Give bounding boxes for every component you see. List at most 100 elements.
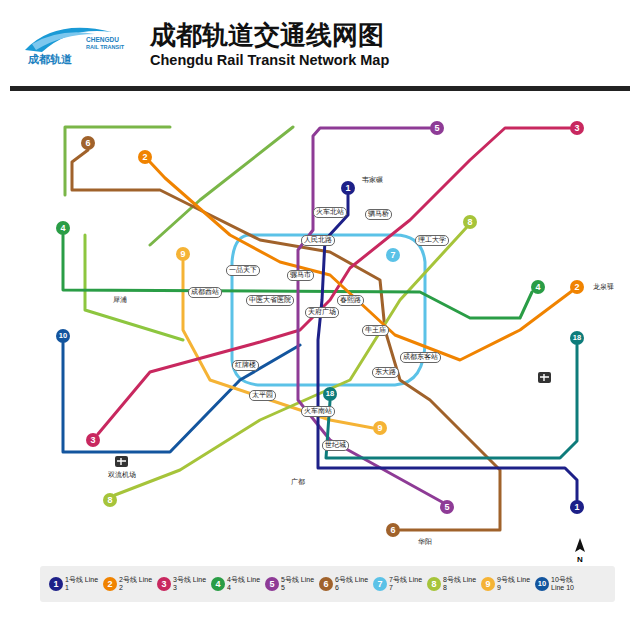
logo-text: CHENGDU xyxy=(86,36,119,45)
station-box: 成都西站 xyxy=(188,287,222,298)
line-badge: 9 xyxy=(373,421,387,435)
north-arrow xyxy=(575,538,585,552)
station-label: 韦家碾 xyxy=(361,176,384,184)
line-badge: 6 xyxy=(386,523,400,537)
station-box: 太平园 xyxy=(249,390,276,401)
metro-line xyxy=(72,150,500,530)
line-badge: 7 xyxy=(386,248,400,262)
metro-line xyxy=(65,127,293,245)
station-name: 成都东客站 xyxy=(403,353,438,362)
airport-icon xyxy=(115,456,128,467)
header-bar xyxy=(10,86,630,91)
legend-band xyxy=(40,566,615,602)
station-name: 理工大学 xyxy=(418,236,446,245)
line-badge: 18 xyxy=(323,387,337,401)
line-badge: 2 xyxy=(138,150,152,164)
map-title: 成都轨道交通线网图 xyxy=(150,20,384,50)
legend-number: 7 xyxy=(373,577,387,591)
station-box: 世纪城 xyxy=(322,440,349,451)
legend-text: 5号线 Line 5 xyxy=(281,576,315,592)
legend-number: 6 xyxy=(319,577,333,591)
line-badge: 8 xyxy=(103,493,117,507)
legend-number: 3 xyxy=(157,577,171,591)
line-badge: 8 xyxy=(463,215,477,229)
logo-text: 成都轨道 xyxy=(28,53,72,66)
station-name: 世纪城 xyxy=(325,441,346,450)
metro-line xyxy=(326,345,577,458)
metro-line xyxy=(183,261,373,428)
metro-line xyxy=(115,228,466,495)
station-name: 火车南站 xyxy=(304,407,332,416)
legend-text: 10号线 Line 10 xyxy=(551,576,585,592)
legend-text: 3号线 Line 3 xyxy=(173,576,207,592)
legend-text: 7号线 Line 7 xyxy=(389,576,423,592)
station-name: 人民北路 xyxy=(304,236,332,245)
station-label: 华阳 xyxy=(417,538,433,546)
station-label: 龙泉驿 xyxy=(592,283,615,291)
legend-number: 1 xyxy=(49,577,63,591)
line-badge: 4 xyxy=(56,221,70,235)
station-box: 牛王庙 xyxy=(362,325,389,336)
logo-swoosh xyxy=(32,32,95,50)
station-name: 春熙路 xyxy=(340,296,361,305)
legend-number: 8 xyxy=(427,577,441,591)
metro-line xyxy=(63,343,300,452)
station-box: 火车南站 xyxy=(301,406,335,417)
line-badge: 1 xyxy=(570,500,584,514)
line-badge: 2 xyxy=(570,280,584,294)
legend-text: 8号线 Line 8 xyxy=(443,576,477,592)
station-name: 中医大省医院 xyxy=(249,296,291,305)
station-box: 驷马桥 xyxy=(365,209,392,220)
station-box: 天府广场 xyxy=(305,307,339,318)
station-name: 成都西站 xyxy=(191,288,219,297)
station-box: 人民北路 xyxy=(301,235,335,246)
legend-text: 6号线 Line 6 xyxy=(335,576,369,592)
line-badge: 4 xyxy=(531,280,545,294)
legend-number: 9 xyxy=(481,577,495,591)
station-name: 红牌楼 xyxy=(235,361,256,370)
metro-line xyxy=(150,162,572,360)
line-badge: 5 xyxy=(440,500,454,514)
station-label: 犀浦 xyxy=(112,296,128,304)
airport-icon xyxy=(540,374,549,381)
line-badge: 6 xyxy=(81,136,95,150)
line-badge: 9 xyxy=(176,247,190,261)
legend-text: 9号线 Line 9 xyxy=(497,576,531,592)
station-box: 一品天下 xyxy=(226,265,260,276)
line-badge: 3 xyxy=(570,121,584,135)
legend-number: 10 xyxy=(535,577,549,591)
metro-line xyxy=(298,128,442,502)
line-badge: 18 xyxy=(570,331,584,345)
station-box: 成都东客站 xyxy=(400,352,441,363)
airport-icon xyxy=(538,372,551,383)
station-name: 火车北站 xyxy=(316,208,344,217)
station-name: 一品天下 xyxy=(229,266,257,275)
metro-line xyxy=(318,195,577,500)
legend-number: 4 xyxy=(211,577,225,591)
station-label: 广都 xyxy=(290,478,306,486)
station-name: 东大路 xyxy=(375,368,396,377)
station-box: 骡马市 xyxy=(287,270,314,281)
legend-number: 5 xyxy=(265,577,279,591)
metro-line xyxy=(98,128,570,434)
line-badge: 10 xyxy=(56,329,70,343)
station-name: 太平园 xyxy=(252,391,273,400)
station-box: 红牌楼 xyxy=(232,360,259,371)
station-label: 双流机场 xyxy=(107,471,137,479)
station-name: 驷马桥 xyxy=(368,210,389,219)
metro-line xyxy=(85,235,183,340)
station-name: 骡马市 xyxy=(290,271,311,280)
station-box: 春熙路 xyxy=(337,295,364,306)
legend-number: 2 xyxy=(103,577,117,591)
legend-text: 2号线 Line 2 xyxy=(119,576,153,592)
line-badge: 1 xyxy=(341,181,355,195)
station-box: 中医大省医院 xyxy=(246,295,294,306)
legend-text: 1号线 Line 1 xyxy=(65,576,99,592)
station-box: 理工大学 xyxy=(415,235,449,246)
line-badge: 3 xyxy=(86,433,100,447)
station-name: 牛王庙 xyxy=(365,326,386,335)
line-badge: 5 xyxy=(430,121,444,135)
north-label: N xyxy=(577,555,583,564)
logo-text: RAIL TRANSIT xyxy=(86,44,124,52)
station-name: 天府广场 xyxy=(308,308,336,317)
